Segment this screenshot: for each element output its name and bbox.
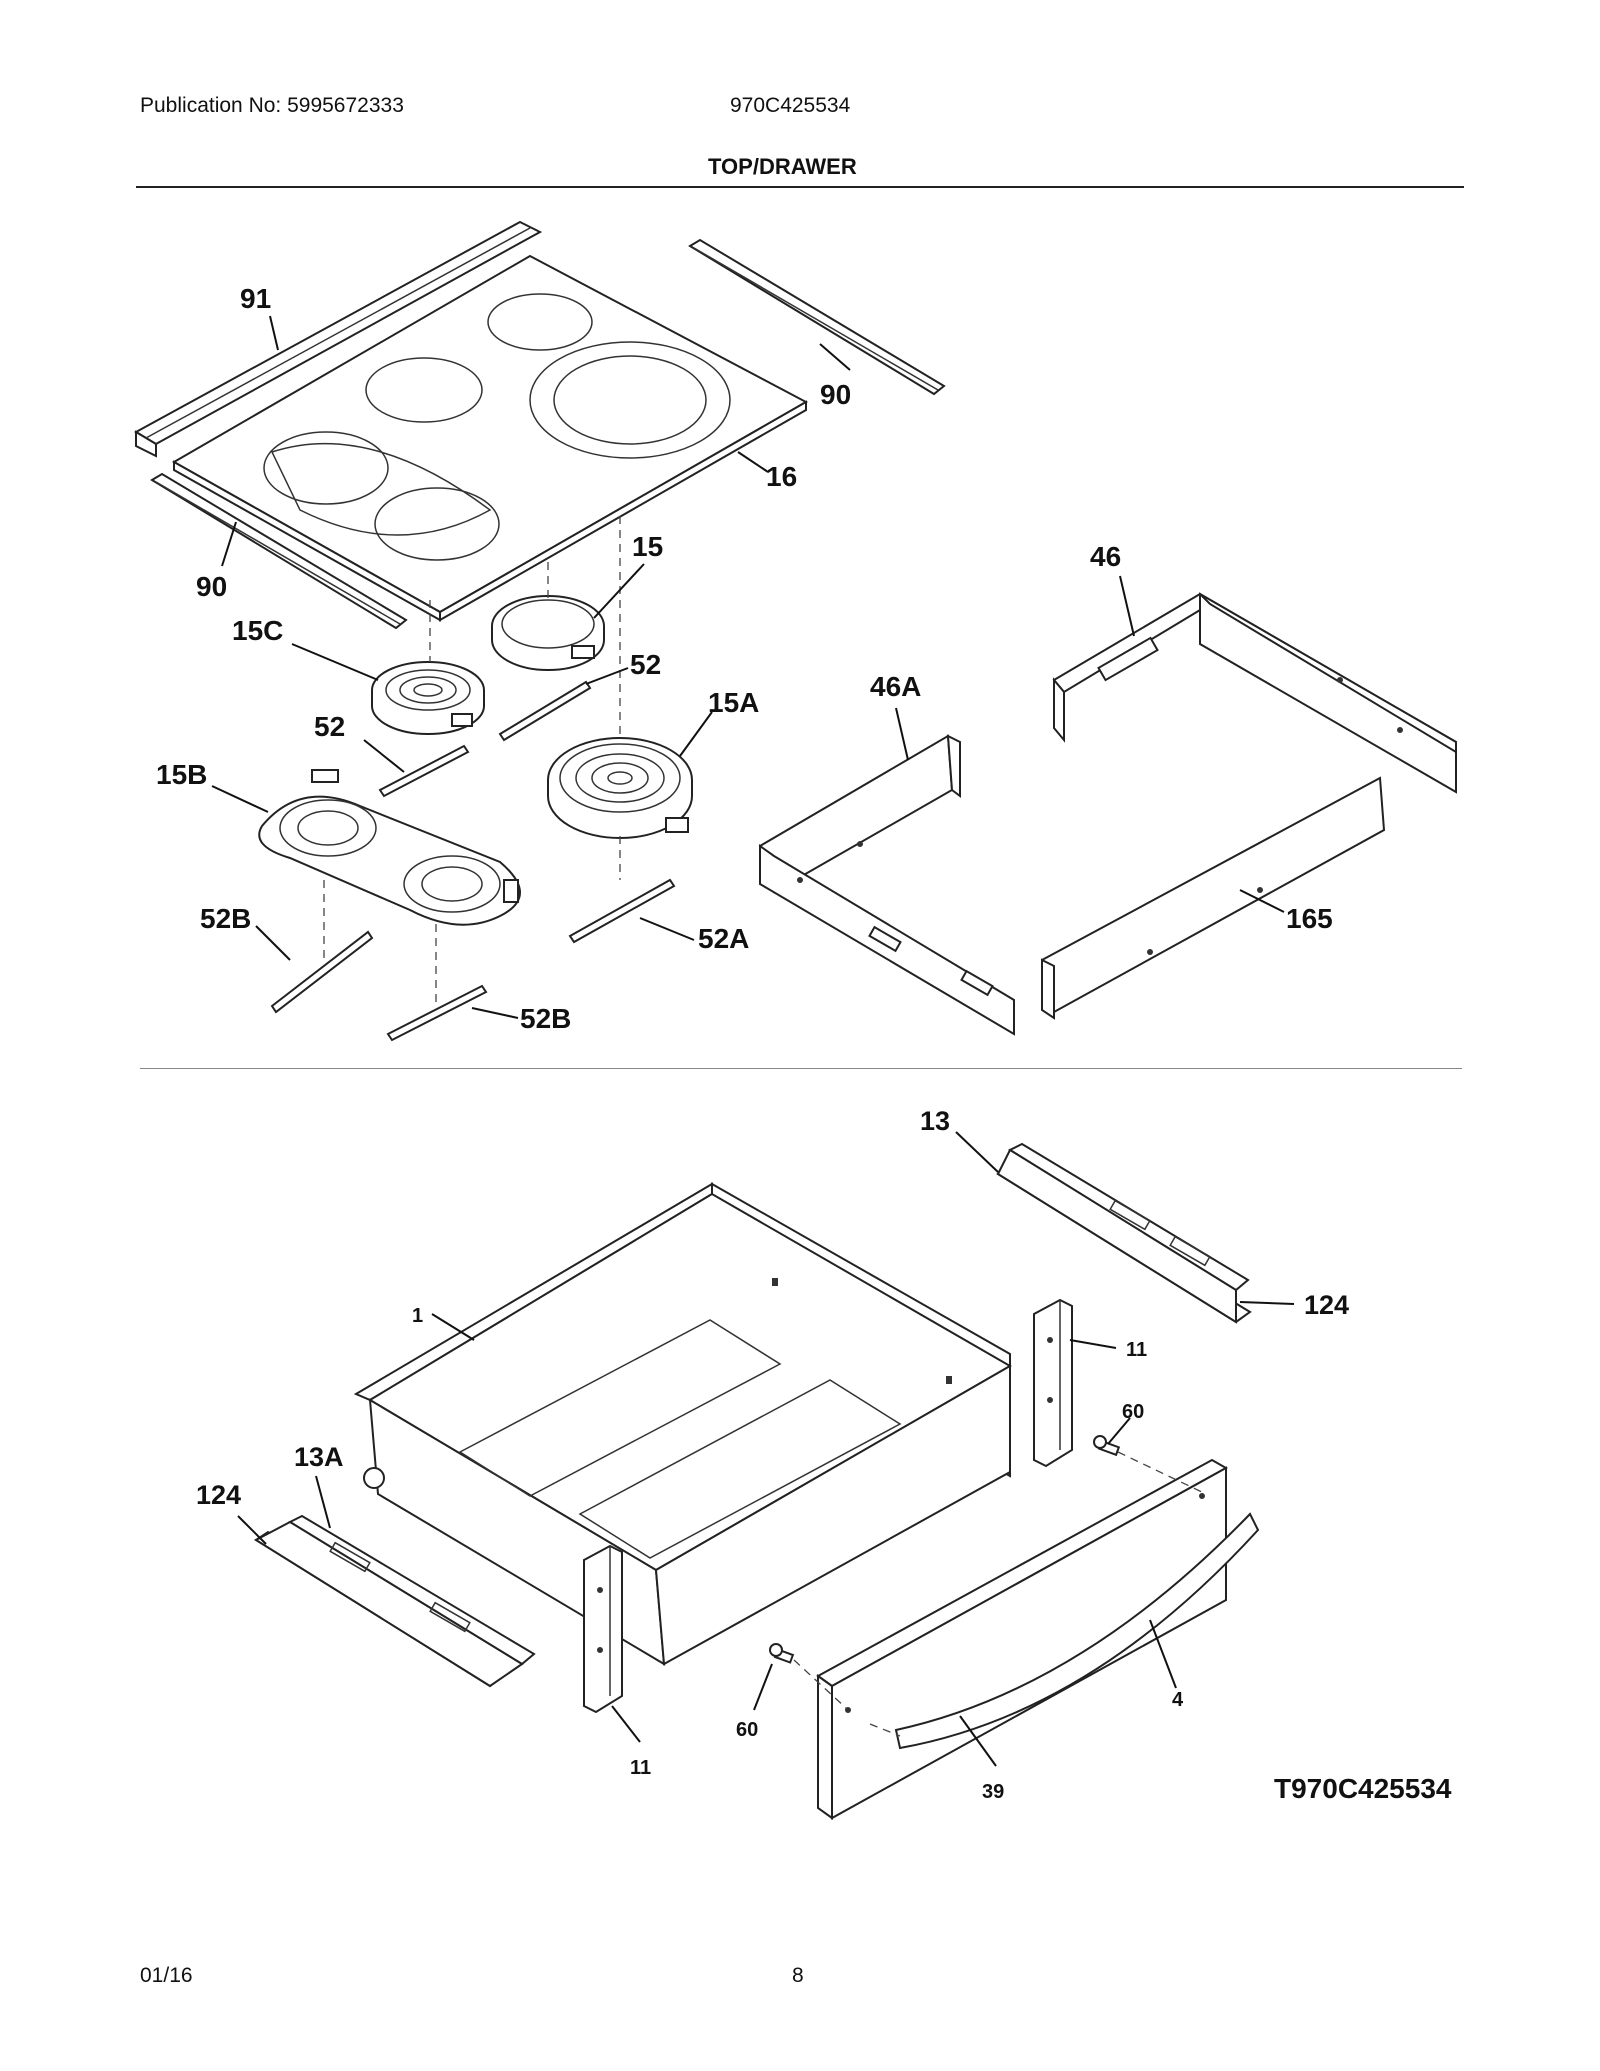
trim-rail-91 [133,220,543,458]
callout-39: 39 [982,1781,1004,1803]
surface-element-15B [258,769,521,926]
model-number: 970C425534 [730,94,851,117]
bracket-52B-left [270,930,374,1014]
trim-strip-90-left [150,472,408,630]
panel-46 [1052,592,1457,794]
callout-15A: 15A [708,687,759,718]
callout-52B-left: 52B [200,903,251,934]
panel-165 [1040,776,1386,1020]
callout-52-left: 52 [314,711,345,742]
surface-element-15C [371,661,485,735]
callout-60-right: 60 [1122,1401,1144,1423]
callout-15B: 15B [156,759,207,790]
drawer-bracket-11-right [1033,1298,1073,1468]
callout-13: 13 [920,1106,950,1136]
callout-52B-bottom: 52B [520,1003,571,1034]
callout-90-left: 90 [196,571,227,602]
slide-rail-13 [996,1142,1252,1324]
bracket-52B-bottom [386,984,488,1042]
callout-46A: 46A [870,671,921,702]
callout-15: 15 [632,531,663,562]
callout-11-right: 11 [1126,1339,1147,1361]
bracket-52-right [498,680,592,742]
callout-46: 46 [1090,541,1121,572]
surface-element-15A [547,737,693,839]
callout-4: 4 [1172,1689,1184,1711]
trim-strip-90-right [688,238,946,396]
bracket-52A [568,878,676,944]
bracket-52-left [378,744,470,798]
header-rule [136,186,1464,188]
leader-lines-bottom [237,1131,1295,1767]
drawer-handle-39 [894,1512,1260,1750]
publication-number: Publication No: 5995672333 [140,94,404,117]
cooktop-glass-16 [171,254,809,622]
leader-lines-top [211,315,1285,1019]
section-title: TOP/DRAWER [708,154,857,179]
callout-124-right: 124 [1304,1290,1349,1320]
callout-1: 1 [412,1305,423,1327]
callout-60-left: 60 [736,1719,758,1741]
callout-15C: 15C [232,615,283,646]
callout-52A: 52A [698,923,749,954]
slide-rail-13A [253,1514,536,1688]
callout-13A: 13A [294,1442,344,1472]
callout-52-right: 52 [630,649,661,680]
callout-16: 16 [766,461,797,492]
panel-46A [758,734,1015,1036]
page-number: 8 [792,1964,804,1987]
callout-165: 165 [1286,903,1333,934]
footer-date: 01/16 [140,1964,193,1987]
screw-60-right [1093,1435,1121,1457]
drawer-body-1 [353,1182,1013,1666]
screw-60-left [769,1643,795,1664]
callout-11-left: 11 [630,1757,651,1779]
callout-91: 91 [240,283,271,314]
surface-element-15 [491,595,605,671]
diagram-code: T970C425534 [1274,1773,1452,1804]
callout-90-right: 90 [820,379,851,410]
drawer-bracket-11-left [583,1544,623,1714]
callout-124-left: 124 [196,1480,241,1510]
section-divider [140,1068,1462,1069]
